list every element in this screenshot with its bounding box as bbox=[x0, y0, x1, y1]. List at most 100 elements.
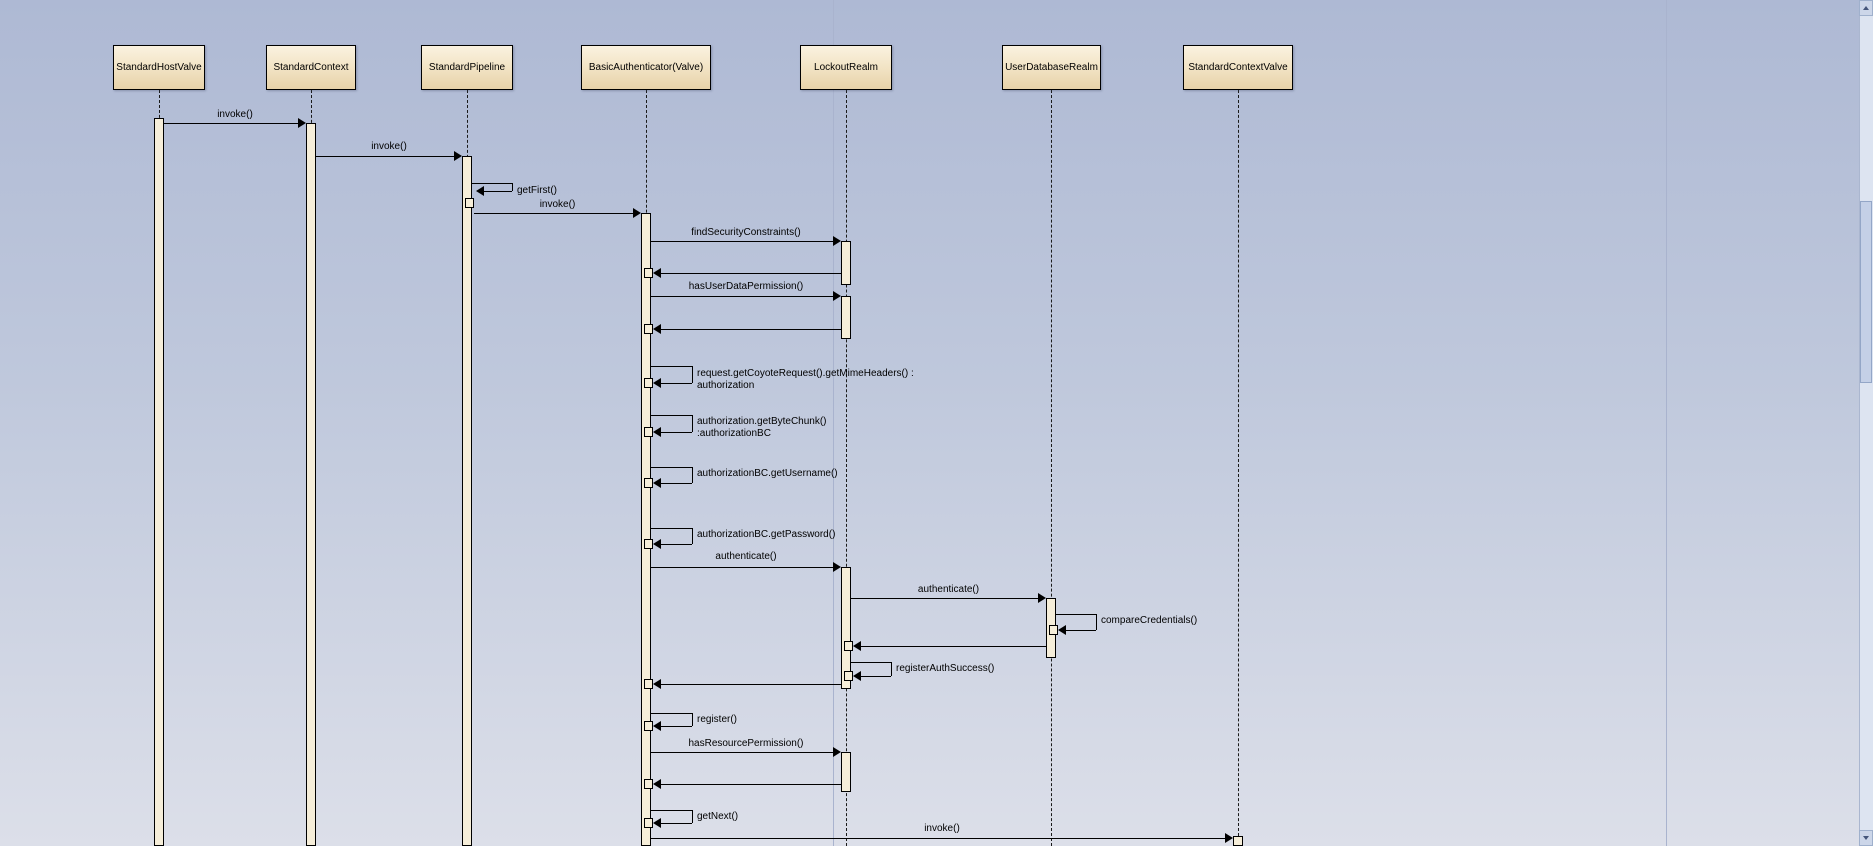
scroll-up-icon bbox=[1863, 6, 1869, 10]
message-label: getFirst() bbox=[517, 185, 557, 196]
message-line bbox=[164, 123, 298, 124]
arrowhead-left-icon bbox=[853, 671, 861, 681]
arrowhead-left-icon bbox=[476, 186, 484, 196]
arrowhead-right-icon bbox=[833, 291, 841, 301]
scroll-up-button[interactable] bbox=[1859, 0, 1873, 16]
message-line bbox=[651, 838, 1225, 839]
participant-name: StandardPipeline bbox=[428, 62, 506, 73]
message-label: invoke() bbox=[924, 823, 960, 834]
participant-user-database-realm: UserDatabaseRealm bbox=[1002, 45, 1101, 90]
arrowhead-left-icon bbox=[653, 427, 661, 437]
participant-name: BasicAuthenticator(Valve) bbox=[588, 62, 704, 73]
participant-standard-host-valve: StandardHostValve bbox=[113, 45, 205, 90]
self-call-line bbox=[512, 183, 513, 191]
arrowhead-left-icon bbox=[653, 679, 661, 689]
activation-bar bbox=[306, 123, 316, 846]
message-label: authenticate() bbox=[715, 551, 777, 562]
lifeline-standard-context-valve bbox=[1238, 90, 1239, 846]
arrowhead-left-icon bbox=[653, 324, 661, 334]
activation-nested bbox=[644, 268, 653, 278]
arrowhead-left-icon bbox=[1058, 625, 1066, 635]
self-call-line bbox=[484, 191, 512, 192]
self-call-line bbox=[661, 432, 692, 433]
message-label: findSecurityConstraints() bbox=[691, 227, 801, 238]
lifeline-user-database-realm bbox=[1051, 90, 1052, 846]
message-line bbox=[851, 598, 1038, 599]
scrollbar-thumb[interactable] bbox=[1860, 201, 1872, 383]
self-call-line bbox=[651, 528, 692, 529]
arrowhead-left-icon bbox=[853, 641, 861, 651]
activation-nested bbox=[644, 721, 653, 731]
participant-standard-context: StandardContext bbox=[266, 45, 356, 90]
message-line bbox=[861, 646, 1046, 647]
self-call-line bbox=[651, 810, 692, 811]
self-call-line bbox=[651, 415, 692, 416]
message-label: request.getCoyoteRequest().getMimeHeader… bbox=[697, 368, 914, 391]
message-label: authenticate() bbox=[917, 584, 980, 595]
participant-name: StandardContextValve bbox=[1188, 62, 1288, 73]
lifeline-lockout-realm bbox=[846, 90, 847, 846]
arrowhead-left-icon bbox=[653, 268, 661, 278]
message-line bbox=[651, 241, 833, 242]
activation-bar bbox=[1233, 836, 1243, 846]
message-label: invoke() bbox=[371, 141, 407, 152]
participant-name: StandardHostValve bbox=[116, 62, 202, 73]
arrowhead-left-icon bbox=[653, 539, 661, 549]
arrowhead-right-icon bbox=[1225, 833, 1233, 843]
self-call-line bbox=[651, 366, 692, 367]
message-line bbox=[474, 213, 633, 214]
arrowhead-right-icon bbox=[833, 236, 841, 246]
activation-bar bbox=[154, 118, 164, 846]
activation-nested bbox=[644, 324, 653, 334]
self-call-line bbox=[891, 662, 892, 676]
self-call-line bbox=[692, 415, 693, 432]
self-call-line bbox=[692, 810, 693, 823]
arrowhead-left-icon bbox=[653, 818, 661, 828]
message-line bbox=[651, 296, 833, 297]
activation-bar bbox=[841, 241, 851, 285]
self-call-line bbox=[1096, 614, 1097, 630]
message-label: hasResourcePermission() bbox=[688, 738, 804, 749]
activation-bar bbox=[841, 567, 851, 689]
arrowhead-right-icon bbox=[298, 118, 306, 128]
activation-nested bbox=[644, 478, 653, 488]
arrowhead-left-icon bbox=[653, 378, 661, 388]
activation-nested bbox=[644, 779, 653, 789]
message-line bbox=[651, 752, 833, 753]
page-break-line bbox=[1666, 0, 1667, 846]
activation-nested bbox=[644, 539, 653, 549]
arrowhead-right-icon bbox=[633, 208, 641, 218]
self-call-line bbox=[692, 713, 693, 726]
message-label: invoke() bbox=[217, 109, 253, 120]
self-call-line bbox=[1066, 630, 1096, 631]
self-call-line bbox=[861, 676, 891, 677]
arrowhead-left-icon bbox=[653, 779, 661, 789]
message-line bbox=[661, 273, 841, 274]
arrowhead-right-icon bbox=[833, 562, 841, 572]
activation-bar bbox=[841, 752, 851, 792]
arrowhead-left-icon bbox=[653, 478, 661, 488]
activation-bar bbox=[841, 296, 851, 339]
message-line bbox=[316, 156, 454, 157]
message-label: hasUserDataPermission() bbox=[688, 281, 804, 292]
message-label: compareCredentials() bbox=[1101, 615, 1198, 626]
scroll-down-button[interactable] bbox=[1859, 830, 1873, 846]
self-call-line bbox=[661, 544, 692, 545]
activation-nested bbox=[465, 198, 474, 208]
activation-nested bbox=[844, 671, 853, 681]
self-call-line bbox=[661, 483, 692, 484]
participant-basic-authenticator: BasicAuthenticator(Valve) bbox=[581, 45, 711, 90]
message-line bbox=[661, 784, 841, 785]
self-call-line bbox=[651, 467, 692, 468]
vertical-scrollbar[interactable] bbox=[1859, 0, 1873, 846]
participant-standard-pipeline: StandardPipeline bbox=[421, 45, 513, 90]
arrowhead-right-icon bbox=[1038, 593, 1046, 603]
message-label: invoke() bbox=[539, 199, 576, 210]
activation-nested bbox=[644, 818, 653, 828]
self-call-line bbox=[851, 662, 891, 663]
message-line bbox=[661, 329, 841, 330]
message-line bbox=[661, 684, 841, 685]
self-call-line bbox=[1056, 614, 1096, 615]
self-call-line bbox=[651, 713, 692, 714]
self-call-line bbox=[472, 183, 512, 184]
